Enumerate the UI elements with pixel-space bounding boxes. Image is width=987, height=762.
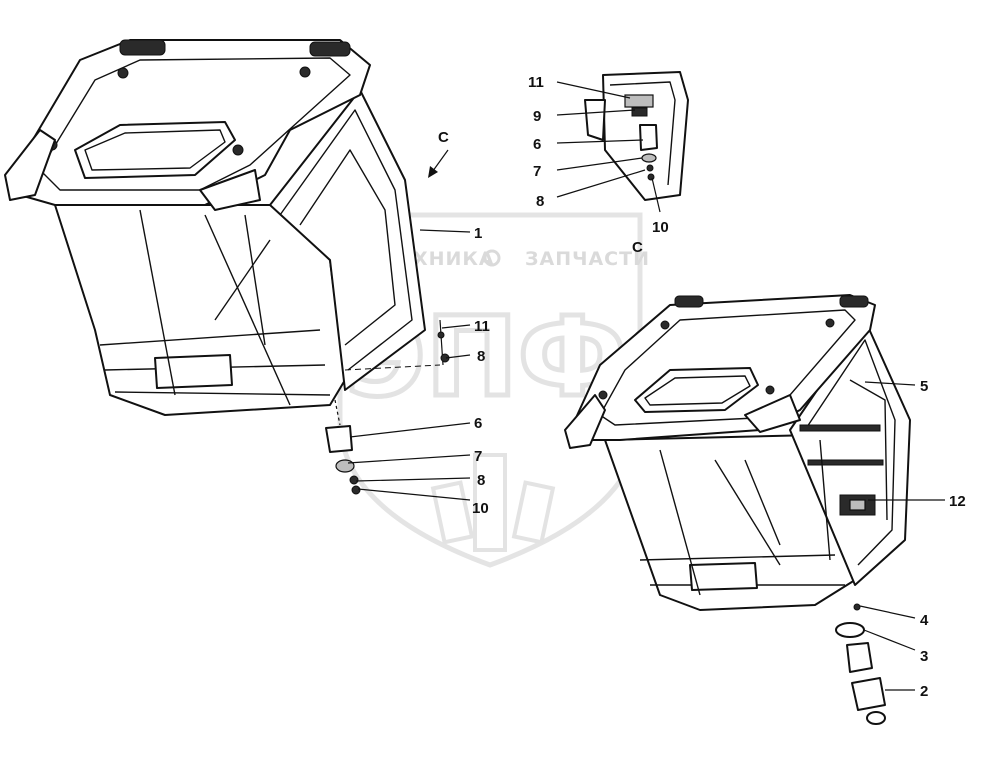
leader-lines	[347, 81, 945, 691]
watermark-text-right: ЗАПЧАСТИ	[525, 248, 650, 270]
callout-1: 1	[474, 225, 482, 242]
callout-labels: 1 11 8 6 7 8 10 5 12 4 3 2 11 9 6 7 8 10	[472, 74, 966, 700]
view-marker-label: C	[438, 129, 449, 146]
view-c-arrow: C	[428, 129, 449, 178]
left-fastener-stack	[325, 319, 450, 495]
callout-8-lower: 8	[477, 472, 485, 489]
callout-8-upper: 8	[477, 348, 485, 365]
callout-6-main: 6	[474, 415, 482, 432]
cab-assembly-right	[564, 294, 911, 611]
detail-view-c: C	[584, 71, 689, 256]
callout-12: 12	[949, 493, 966, 510]
right-fastener-stack	[835, 603, 886, 725]
gear-icon	[483, 249, 501, 267]
callout-6-detail: 6	[533, 136, 541, 153]
view-c-title: C	[632, 239, 643, 256]
callout-3: 3	[920, 648, 928, 665]
grain-icon	[430, 453, 556, 552]
cab-assembly-left	[4, 39, 426, 416]
callout-8-detail: 8	[536, 193, 544, 210]
callout-4: 4	[920, 612, 929, 629]
callout-11-detail: 11	[528, 74, 544, 91]
callout-7-detail: 7	[533, 163, 541, 180]
callout-9-detail: 9	[533, 108, 541, 125]
callout-11-main: 11	[474, 318, 490, 335]
callout-5: 5	[920, 378, 928, 395]
callout-2: 2	[920, 683, 928, 700]
callout-10-detail: 10	[652, 219, 669, 236]
callout-7-main: 7	[474, 448, 482, 465]
callout-10-main: 10	[472, 500, 489, 517]
